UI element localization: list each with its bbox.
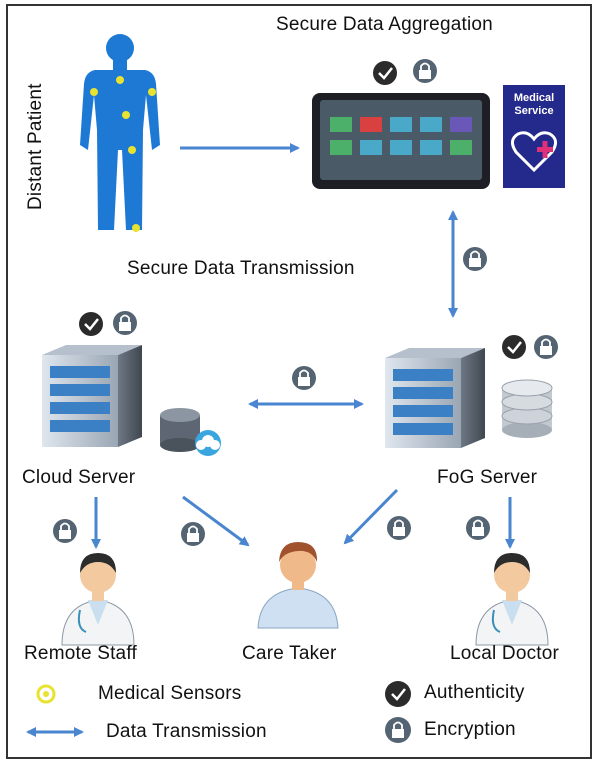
- cloud-to-care-taker-arrow: [182, 495, 250, 547]
- caretaker-icon: [257, 542, 339, 629]
- fog-to-care-taker-arrow: [343, 488, 399, 545]
- medical-service-text: Medical Service: [505, 92, 563, 118]
- care-taker-label: Care Taker: [242, 643, 337, 664]
- legend-sensors-label: Medical Sensors: [98, 683, 242, 704]
- sensor-icon: [36, 684, 56, 704]
- lock-icon: [466, 516, 490, 540]
- cloud-server-label: Cloud Server: [22, 467, 136, 488]
- medical-service-icon: [503, 85, 565, 188]
- secure-transmission-label: Secure Data Transmission: [127, 258, 355, 279]
- server-icon: [42, 345, 142, 447]
- lock-icon: [534, 335, 558, 359]
- lock-icon: [292, 366, 316, 390]
- authenticity-badge-icon: [385, 681, 411, 707]
- medical-service-line1: Medical: [513, 92, 555, 104]
- authenticity-badge-icon: [373, 61, 397, 85]
- lock-icon: [113, 311, 137, 335]
- database-icon: [160, 408, 200, 452]
- sensor-icon: [90, 76, 156, 232]
- human-body-icon: [80, 34, 160, 230]
- lock-icon: [385, 717, 411, 743]
- distant-patient-label: Distant Patient: [25, 83, 46, 210]
- legend-data-transmission-label: Data Transmission: [106, 721, 267, 742]
- server-icon: [385, 348, 485, 448]
- cloud-icon: [195, 430, 221, 456]
- legend-authenticity-label: Authenticity: [424, 682, 525, 703]
- secure-aggregation-label: Secure Data Aggregation: [276, 14, 493, 35]
- authenticity-badge-icon: [79, 312, 103, 336]
- fog-server-label: FoG Server: [437, 467, 538, 488]
- lock-icon: [463, 247, 487, 271]
- database-icon: [501, 379, 553, 438]
- diagram-frame: [6, 4, 592, 759]
- tablet-dashboard-icon: [312, 93, 490, 189]
- lock-icon: [413, 59, 437, 83]
- remote-staff-label: Remote Staff: [24, 643, 137, 664]
- lock-icon: [53, 519, 77, 543]
- local-doctor-label: Local Doctor: [450, 643, 560, 664]
- authenticity-badge-icon: [502, 335, 526, 359]
- medical-service-line2: Service: [514, 105, 554, 117]
- doctor-icon: [475, 553, 549, 646]
- lock-icon: [181, 522, 205, 546]
- legend-encryption-label: Encryption: [424, 719, 516, 740]
- doctor-icon: [61, 553, 135, 646]
- lock-icon: [387, 516, 411, 540]
